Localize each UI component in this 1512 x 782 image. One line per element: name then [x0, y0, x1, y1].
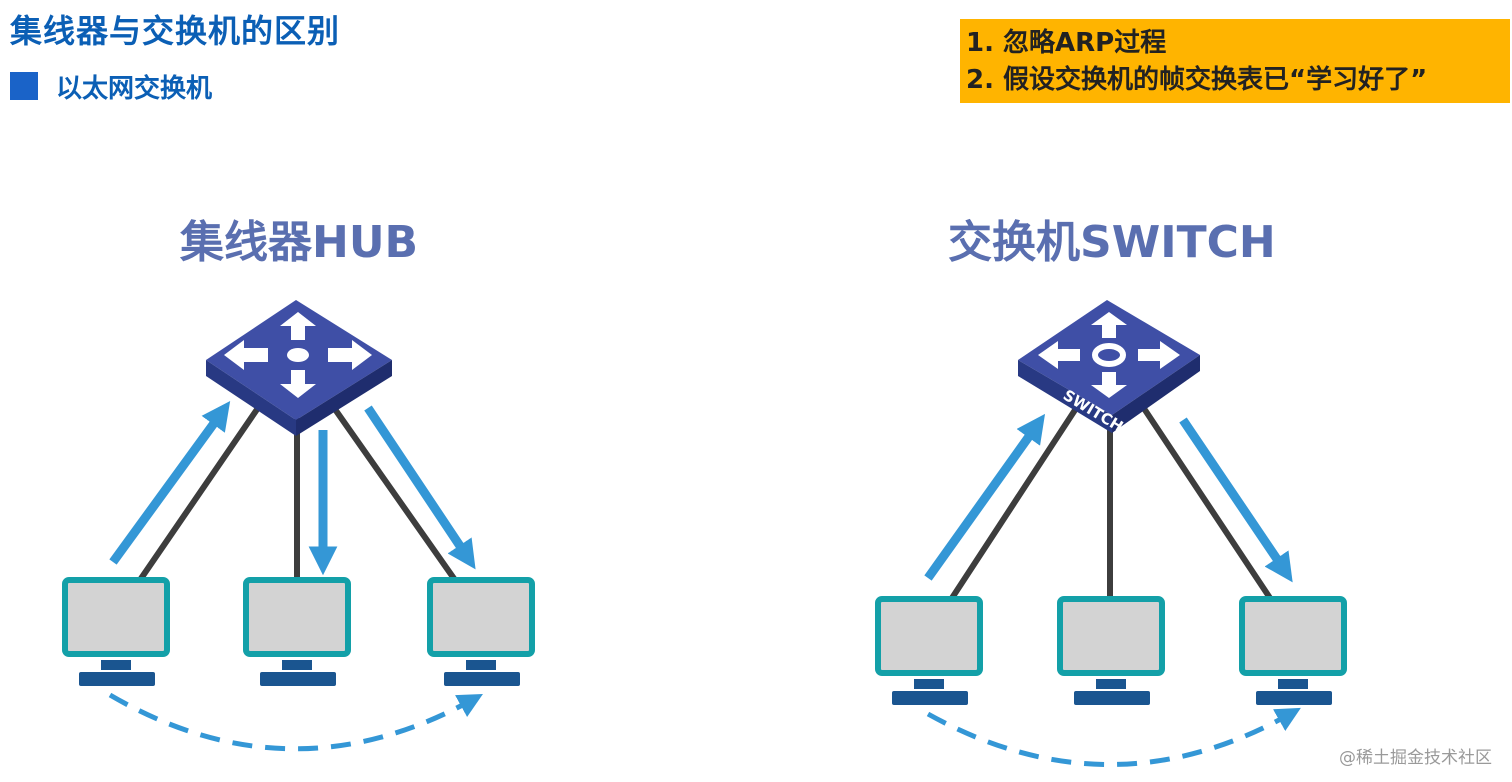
note-line-2: 2. 假设交换机的帧交换表已“学习好了” — [966, 65, 1428, 95]
switch-diagram: SWITCH — [878, 300, 1344, 767]
switch-diagram-title: 交换机SWITCH — [948, 217, 1276, 268]
assumptions-note: 1. 忽略ARP过程 2. 假设交换机的帧交换表已“学习好了” — [960, 19, 1510, 103]
switch-device-icon: SWITCH — [1018, 300, 1200, 436]
switch-uplink-arrow — [924, 413, 1046, 581]
slide-title: 集线器与交换机的区别 — [10, 12, 341, 50]
hub-device-icon — [206, 300, 392, 436]
hub-flow-arrows — [109, 401, 476, 576]
subtitle-text: 以太网交换机 — [56, 73, 213, 104]
watermark: @稀土掘金技术社区 — [1339, 748, 1492, 768]
hub-diagram-title: 集线器HUB — [180, 217, 419, 268]
switch-logical-flow-dashed — [926, 707, 1301, 767]
section-subtitle: 以太网交换机 — [10, 68, 212, 104]
uplink-arrow — [109, 401, 231, 565]
switch-pc-left — [878, 599, 980, 705]
switch-pc-right — [1242, 599, 1344, 705]
downlink-arrow-right — [364, 405, 476, 570]
switch-pc-middle — [1060, 599, 1162, 705]
switch-downlink-arrow — [1179, 417, 1293, 583]
hub-logical-flow-dashed — [108, 692, 483, 752]
hub-pc-right — [430, 580, 532, 686]
switch-cables — [949, 407, 1273, 601]
hub-cables — [137, 402, 458, 583]
switch-flow-arrows — [924, 413, 1293, 583]
square-bullet-icon — [10, 72, 38, 100]
note-line-1: 1. 忽略ARP过程 — [966, 28, 1167, 58]
hub-pc-middle — [246, 580, 348, 686]
hub-diagram — [65, 300, 532, 752]
hub-pc-left — [65, 580, 167, 686]
